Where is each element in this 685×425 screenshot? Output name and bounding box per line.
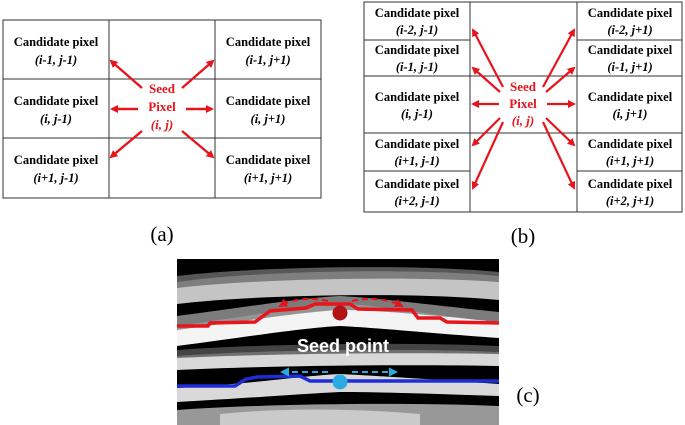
panel-b-label: (b) (511, 224, 536, 248)
cell-coord: (i-1, j-1) (35, 53, 77, 67)
cell-title: Candidate pixel (588, 177, 673, 191)
seed-label: (i, j) (512, 113, 534, 128)
cell-title: Candidate pixel (226, 153, 311, 167)
cell-coord: (i, j-1) (401, 107, 433, 121)
red-arrow (545, 66, 576, 93)
cell-title: Candidate pixel (375, 6, 460, 20)
cell-coord: (i-1, j+1) (245, 53, 290, 67)
cell-coord: (i+1, j+1) (606, 154, 654, 168)
cell-coord: (i, j+1) (251, 112, 286, 126)
cell-coord: (i, j+1) (613, 107, 648, 121)
cell-title: Candidate pixel (226, 94, 311, 108)
cell-coord: (i, j-1) (40, 112, 72, 126)
candidate-cell: Candidate pixel (i, j-1) (14, 94, 99, 126)
cell-title: Candidate pixel (588, 43, 673, 57)
blue-trace-line (177, 374, 499, 388)
seed-label: Seed (149, 81, 176, 96)
red-arrow (471, 117, 501, 147)
panel-b: Candidate pixel (i-2, j-1) Candidate pix… (363, 1, 683, 248)
cell-coord: (i-1, j-1) (396, 60, 438, 74)
cell-coord: (i-2, j-1) (396, 23, 438, 37)
panel-a-grid-border (2, 19, 322, 199)
seed-label: (i, j) (151, 117, 173, 132)
cell-title: Candidate pixel (14, 35, 99, 49)
cell-title: Candidate pixel (226, 35, 311, 49)
red-trace-line (177, 302, 500, 328)
cell-title: Candidate pixel (375, 43, 460, 57)
candidate-cell: Candidate pixel (i-1, j+1) (226, 35, 311, 67)
grayscale-image (177, 259, 499, 425)
candidate-cell: Candidate pixel (i-1, j-1) (14, 35, 99, 67)
red-arrow (471, 66, 501, 93)
panel-c-label: (c) (516, 383, 539, 407)
cell-coord: (i+1, j-1) (33, 171, 78, 185)
red-arrow (545, 117, 576, 147)
panel-a: Candidate pixel (i-1, j-1) Candidate pix… (2, 19, 322, 246)
cell-title: Candidate pixel (14, 153, 99, 167)
seed-label: Pixel (148, 99, 176, 114)
panel-c: Seed point (c) (177, 259, 540, 425)
cell-coord: (i+1, j-1) (394, 154, 439, 168)
cell-title: Candidate pixel (375, 90, 460, 104)
seed-label: Pixel (509, 96, 537, 111)
red-arrow (109, 130, 143, 159)
blue-seed-point (332, 374, 348, 390)
cell-title: Candidate pixel (375, 137, 460, 151)
cell-title: Candidate pixel (375, 177, 460, 191)
cell-coord: (i-1, j+1) (607, 60, 652, 74)
red-arrow (471, 121, 505, 190)
panel-b-grid-border (363, 1, 683, 213)
seed-label: Seed (510, 79, 537, 94)
cell-coord: (i+2, j+1) (606, 194, 654, 208)
red-arrow (542, 28, 575, 88)
red-arrow (542, 121, 576, 190)
red-arrow (109, 59, 143, 89)
cell-title: Candidate pixel (588, 90, 673, 104)
cell-title: Candidate pixel (588, 6, 673, 20)
red-seed-point (332, 305, 348, 321)
red-dashed-arrow (278, 297, 329, 308)
red-dashed-arrow (351, 297, 404, 307)
red-arrow (181, 59, 215, 89)
candidate-cell: Candidate pixel (i, j+1) (226, 94, 311, 126)
seed-point-caption: Seed point (297, 336, 389, 356)
cell-coord: (i-2, j+1) (607, 23, 652, 37)
candidate-cell: Candidate pixel (i+1, j-1) (14, 153, 99, 185)
candidate-cell: Candidate pixel (i+1, j+1) (226, 153, 311, 185)
cell-coord: (i+2, j-1) (394, 194, 439, 208)
red-arrow (472, 28, 504, 88)
cell-title: Candidate pixel (588, 137, 673, 151)
panel-a-label: (a) (150, 222, 173, 246)
cell-title: Candidate pixel (14, 94, 99, 108)
red-arrow (181, 130, 215, 159)
cell-coord: (i+1, j+1) (244, 171, 292, 185)
